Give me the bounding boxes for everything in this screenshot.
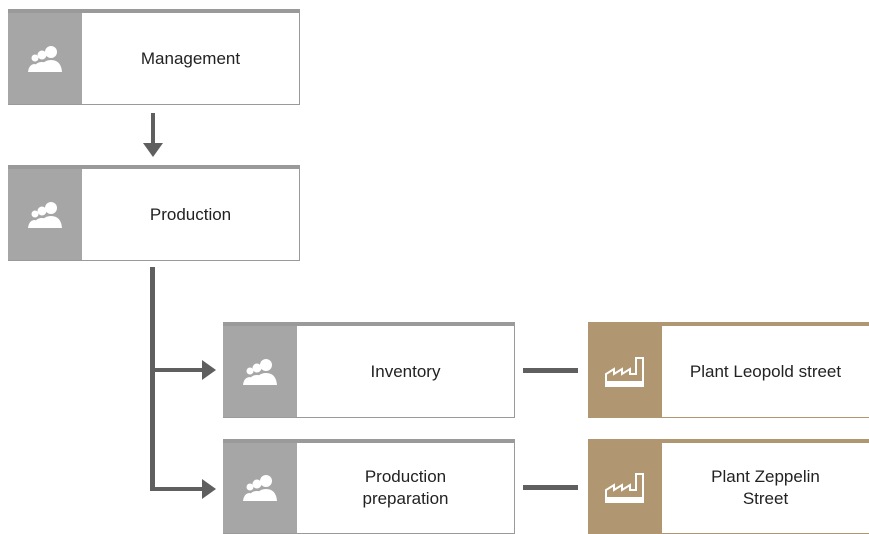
- connector-line: [151, 113, 155, 145]
- arrow-right-icon: [202, 479, 216, 499]
- group-people-icon: [223, 326, 297, 417]
- connector-line: [150, 487, 204, 491]
- node-plant-zeppelin-street[interactable]: Plant Zeppelin Street: [588, 439, 869, 534]
- node-label: Production: [149, 204, 232, 224]
- assignment-line: [523, 368, 578, 373]
- arrow-down-icon: [143, 143, 163, 157]
- group-people-icon: [8, 169, 82, 260]
- node-inventory[interactable]: Inventory: [223, 322, 515, 418]
- node-production-preparation[interactable]: Production preparation: [223, 439, 515, 534]
- factory-icon: [588, 326, 662, 417]
- connector-line: [150, 267, 155, 491]
- arrow-right-icon: [202, 360, 216, 380]
- factory-icon: [588, 443, 662, 533]
- assignment-line: [523, 485, 578, 490]
- node-label: Plant Zeppelin Street: [711, 467, 820, 508]
- node-label: Inventory: [370, 361, 441, 381]
- connector-line: [150, 368, 204, 372]
- node-plant-leopold-street[interactable]: Plant Leopold street: [588, 322, 869, 418]
- node-label: Management: [140, 48, 241, 68]
- group-people-icon: [8, 13, 82, 104]
- group-people-icon: [223, 443, 297, 533]
- node-label: Production preparation: [362, 467, 449, 508]
- node-production[interactable]: Production: [8, 165, 300, 261]
- node-management[interactable]: Management: [8, 9, 300, 105]
- node-label: Plant Leopold street: [689, 361, 842, 381]
